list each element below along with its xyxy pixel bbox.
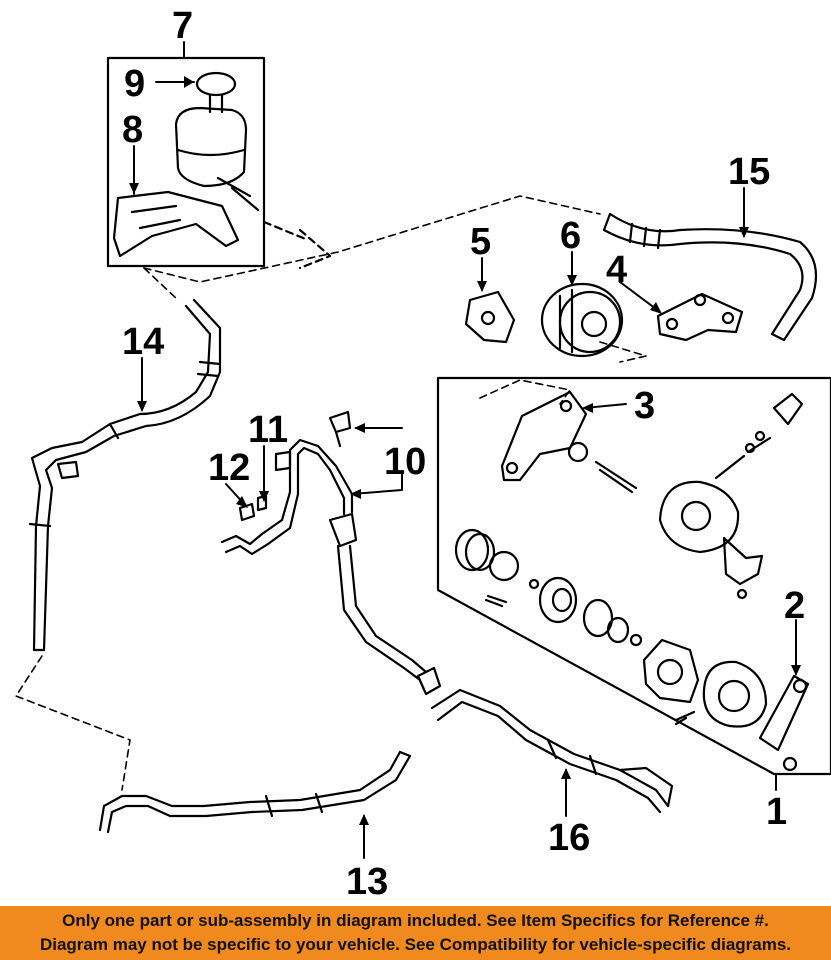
disclaimer-banner: Only one part or sub-assembly in diagram…	[0, 906, 831, 960]
disclaimer-line-2: Diagram may not be specific to your vehi…	[39, 935, 792, 954]
part-13-hose	[98, 750, 412, 834]
callout-10: 10	[384, 441, 426, 483]
callout-13: 13	[346, 861, 388, 903]
pump-group-box	[436, 376, 831, 776]
reservoir-group-box	[106, 56, 266, 268]
callout-2: 2	[784, 585, 805, 627]
parts-11-12-pipe	[220, 438, 354, 556]
callout-3: 3	[634, 385, 655, 427]
part-4-bracket	[656, 292, 744, 342]
callout-9: 9	[124, 63, 145, 105]
leader-lines	[15, 195, 647, 791]
part-2-bracket	[758, 674, 810, 752]
arrow-heads	[129, 76, 801, 825]
callout-14: 14	[122, 321, 164, 363]
callout-11: 11	[248, 409, 288, 451]
part-5-bracket	[464, 290, 516, 344]
part-15-hose	[602, 212, 818, 342]
part-14-hose	[28, 298, 222, 652]
disclaimer-line-1: Only one part or sub-assembly in diagram…	[62, 911, 769, 930]
callout-4: 4	[606, 249, 627, 291]
part-3-bracket	[500, 390, 588, 482]
callout-5: 5	[470, 221, 491, 263]
callout-16: 16	[548, 817, 590, 859]
callout-12: 12	[208, 447, 250, 489]
part-10-sensor	[328, 410, 352, 434]
part-16-hose	[328, 512, 674, 814]
part-6-pulley	[540, 282, 624, 358]
callout-1: 1	[766, 791, 787, 833]
reservoir-assembly	[112, 71, 260, 258]
parts-diagram: 7 9 8 15 5 6 4 14 3 11 10 12 2 1 16 13	[15, 5, 831, 903]
callout-7: 7	[172, 5, 193, 47]
callout-8: 8	[122, 109, 143, 151]
pump-internals	[454, 392, 804, 728]
callout-15: 15	[728, 151, 770, 193]
callout-6: 6	[560, 215, 581, 257]
